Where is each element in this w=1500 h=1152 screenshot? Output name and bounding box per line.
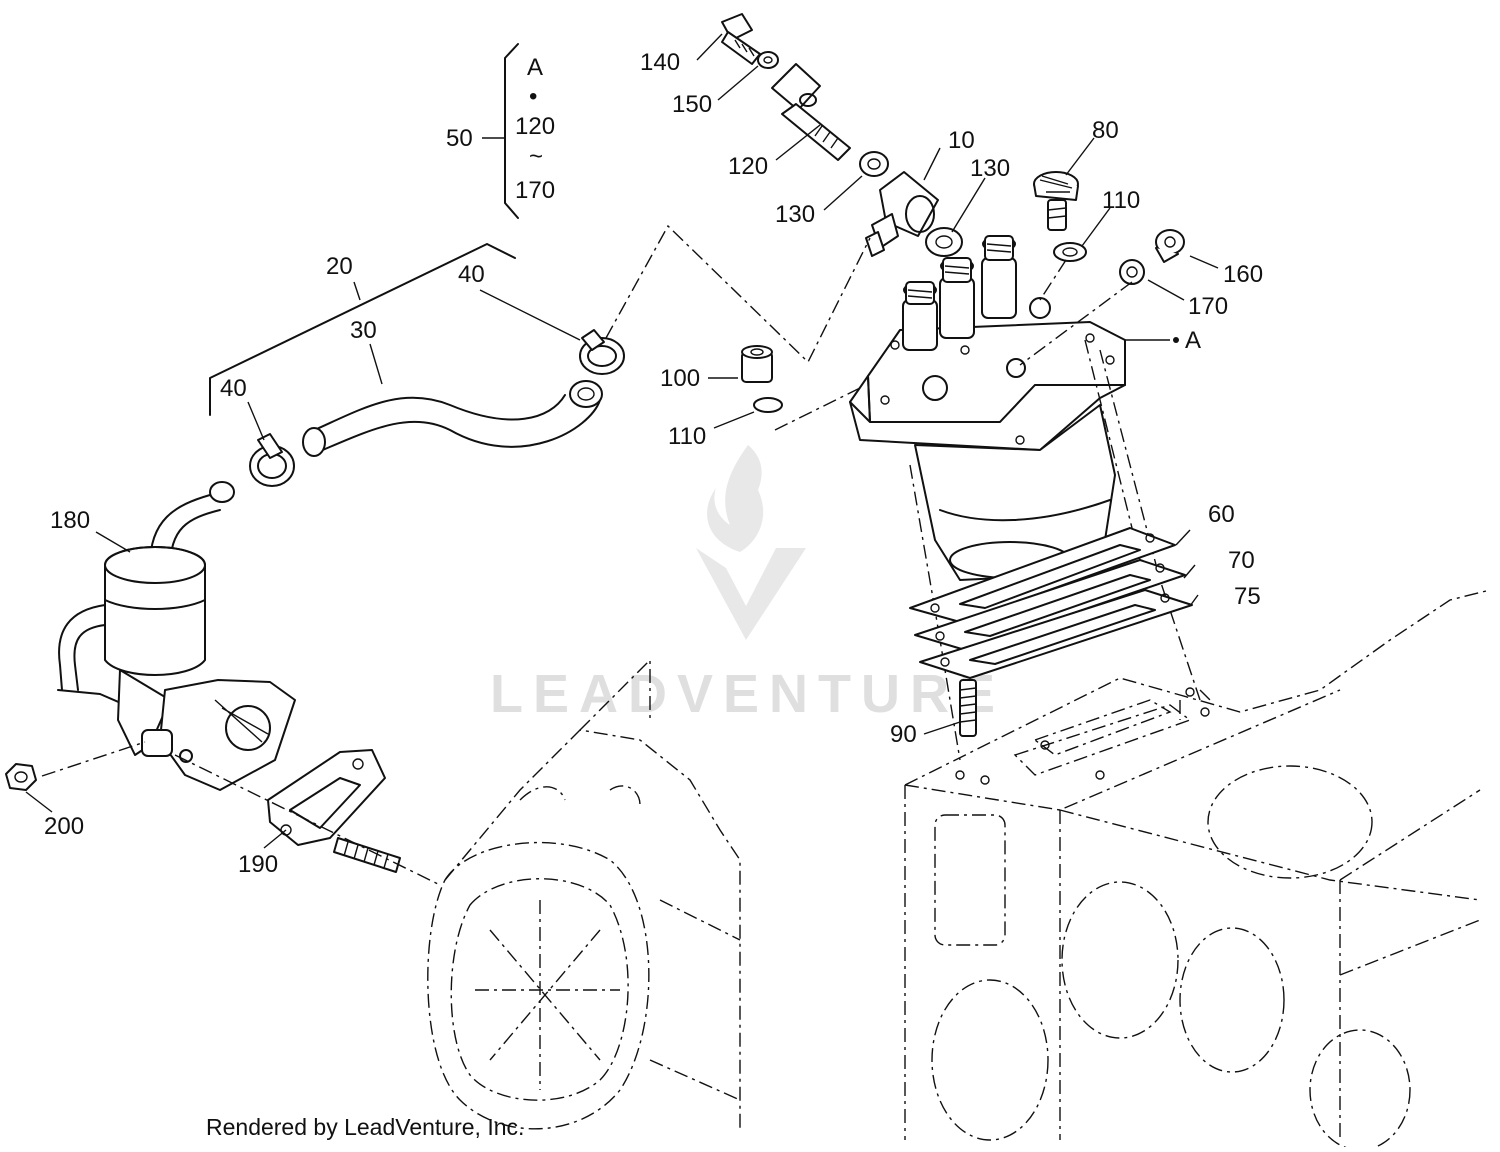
callout-A: A [1185,327,1201,354]
bolt-80 [1033,171,1079,231]
guide-line-pump-3 [1084,339,1141,561]
guide-line-plug [1019,281,1133,366]
callout-110-left: 110 [668,423,706,450]
banjo-bolt-140 [721,13,761,65]
callout-150: 150 [672,91,712,118]
callout-50: 50 [446,125,473,152]
callout-140: 140 [640,49,680,76]
plug-160 [1155,229,1185,263]
callout-180: 180 [50,507,90,534]
stud-90 [959,679,977,737]
callout-70: 70 [1228,547,1255,574]
hose-clamp-40-left [249,433,295,487]
callout-190: 190 [238,851,278,878]
guide-line-nut [774,387,861,431]
callout-160: 160 [1223,261,1263,288]
guide-line-pump-stud [174,754,441,886]
guide-line-bolt [1039,259,1067,301]
guide-line-hose-to-fitting [605,224,871,364]
callout-120: 120 [728,153,768,180]
banjo-fitting-10 [865,171,939,257]
credit-text: Rendered by LeadVenture, Inc. [206,1114,524,1140]
nut-200 [5,763,37,791]
callout-130-upper: 130 [775,201,815,228]
callout-170: 170 [1188,293,1228,320]
watermark-logo: LEADVENTURE [490,445,1005,724]
callout-40-right: 40 [458,261,485,288]
bracket-50-bullet: • [529,83,537,110]
callout-20: 20 [326,253,353,280]
washer-130-upper [859,151,889,177]
callout-75: 75 [1234,583,1261,610]
nut-100 [741,345,773,383]
callout-labels: 140 150 120 130 10 130 80 110 160 170 A … [44,49,1263,878]
callout-10: 10 [948,127,975,154]
bracket-50-to: 170 [515,177,555,204]
fuel-pump-180 [57,481,296,791]
hose-30 [302,380,603,457]
callout-100: 100 [660,365,700,392]
washer-170 [1119,259,1145,285]
gasket-75 [919,589,1193,679]
washer-110-right [1053,242,1087,262]
bracket-20 [209,243,516,416]
washer-130-lower [925,227,963,257]
callout-60: 60 [1208,501,1235,528]
bracket-50 [504,43,519,219]
callout-40-left: 40 [220,375,247,402]
callout-130-lower: 130 [970,155,1010,182]
leader-lines [25,33,1219,849]
engine-block [904,589,1491,1151]
point-A-dot [1173,337,1179,343]
bracket-50-tilde: ~ [529,143,543,170]
watermark-text: LEADVENTURE [490,664,1005,724]
callout-80: 80 [1092,117,1119,144]
gear-housing [427,658,741,1130]
gasket-60 [909,527,1176,623]
gasket-70 [914,559,1186,651]
washer-150 [757,51,779,69]
banjo-120 [771,63,851,161]
callout-90: 90 [890,721,917,748]
washer-110-left [753,397,783,413]
gasket-190 [267,749,386,846]
guide-line-nut-200 [41,741,146,777]
bracket-50-from: 120 [515,113,555,140]
injection-pump [849,235,1126,581]
guide-line-pump-2 [1099,349,1201,701]
stud-pump [333,837,401,873]
hose-clamp-40-right [579,329,625,375]
callout-30: 30 [350,317,377,344]
callout-200: 200 [44,813,84,840]
bracket-50-top: A [527,54,543,81]
callout-110-right: 110 [1102,187,1140,214]
